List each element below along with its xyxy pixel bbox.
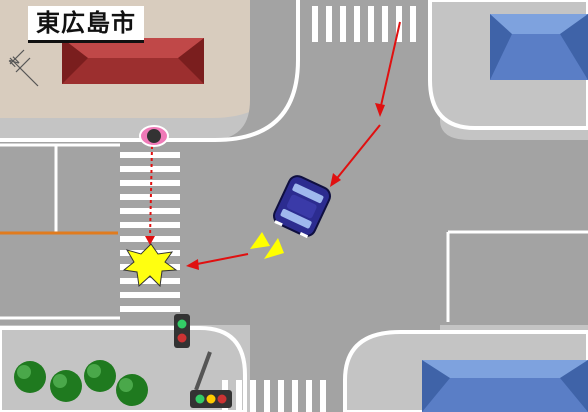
tree-icon: [116, 374, 148, 406]
vehicle-signal-icon: [190, 351, 232, 408]
building-blue-bottom: [422, 360, 588, 412]
tree-icon: [14, 361, 46, 393]
vehicle-path: [191, 21, 401, 266]
pedestrian-icon: [139, 125, 169, 147]
building-blue-top: [490, 14, 588, 80]
city-title: 東広島市: [28, 6, 144, 43]
building-red: [62, 38, 204, 84]
collision-icon: [122, 243, 178, 288]
pedestrian-path-arrowhead: [145, 236, 155, 245]
traffic-signal-icon: [174, 314, 190, 348]
car-icon: [273, 175, 331, 239]
curb-top-left: [0, 0, 300, 142]
lane-markings: [0, 143, 588, 322]
headlight-beams: [250, 232, 284, 259]
tree-icon: [84, 360, 116, 392]
arrow-heads: [186, 103, 385, 270]
tree-icon: [50, 370, 82, 402]
